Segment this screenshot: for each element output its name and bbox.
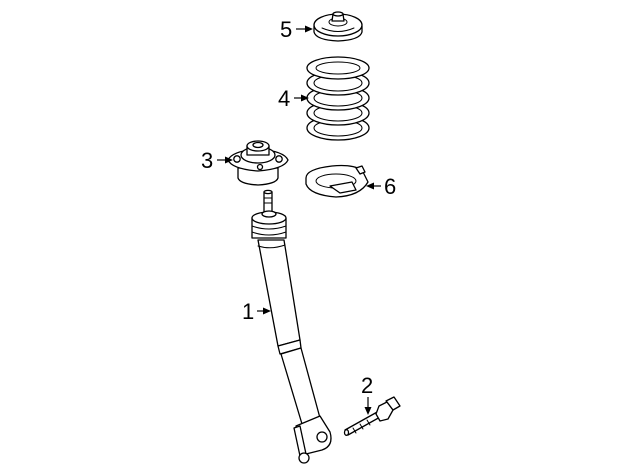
leader-line-1 [257, 307, 271, 315]
callout-3: 3 [201, 148, 213, 173]
leader-line-2 [364, 397, 372, 415]
callout-4: 4 [278, 86, 290, 111]
part-1-shock-absorber [251, 189, 332, 464]
callout-6: 6 [384, 174, 396, 199]
part-3-upper-mount [227, 140, 289, 186]
part-5-upper-insulator [313, 11, 363, 42]
callout-5: 5 [280, 17, 292, 42]
leader-line-6 [366, 182, 381, 190]
leader-line-5 [296, 25, 313, 33]
part-2-bolt [343, 396, 401, 436]
part-6-lower-spring-seat [305, 164, 369, 198]
callout-1: 1 [242, 299, 254, 324]
leader-line-4 [294, 94, 309, 102]
leader-line-3 [217, 156, 233, 164]
callout-2: 2 [361, 373, 373, 398]
part-4-coil-spring [306, 56, 370, 141]
